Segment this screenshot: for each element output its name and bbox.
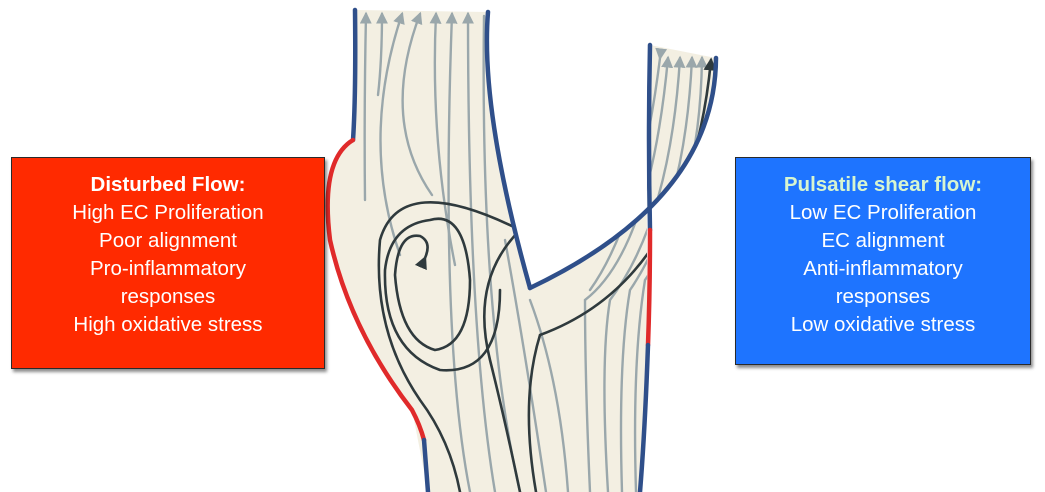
- disturbed-flow-line: High oxidative stress: [12, 311, 324, 339]
- streamline: [365, 14, 366, 200]
- disturbed-flow-box: Disturbed Flow: High EC Proliferation Po…: [11, 157, 325, 369]
- pulsatile-flow-line: EC alignment: [736, 227, 1030, 255]
- disturbed-flow-heading: Disturbed Flow:: [12, 171, 324, 199]
- pulsatile-flow-line: Low oxidative stress: [736, 311, 1030, 339]
- disturbed-flow-line: responses: [12, 283, 324, 311]
- disturbed-flow-line: Pro-inflammatory: [12, 255, 324, 283]
- pulsatile-flow-heading: Pulsatile shear flow:: [736, 171, 1030, 199]
- pulsatile-flow-line: responses: [736, 283, 1030, 311]
- pulsatile-flow-line: Anti-inflammatory: [736, 255, 1030, 283]
- disturbed-flow-line: Poor alignment: [12, 227, 324, 255]
- pulsatile-flow-line: Low EC Proliferation: [736, 199, 1030, 227]
- disturbed-flow-line: High EC Proliferation: [12, 199, 324, 227]
- outer-wall-external: [649, 45, 650, 230]
- outer-wall-left: [353, 10, 355, 140]
- external-wall-disturbed: [648, 230, 650, 345]
- pulsatile-flow-box: Pulsatile shear flow: Low EC Proliferati…: [735, 157, 1031, 365]
